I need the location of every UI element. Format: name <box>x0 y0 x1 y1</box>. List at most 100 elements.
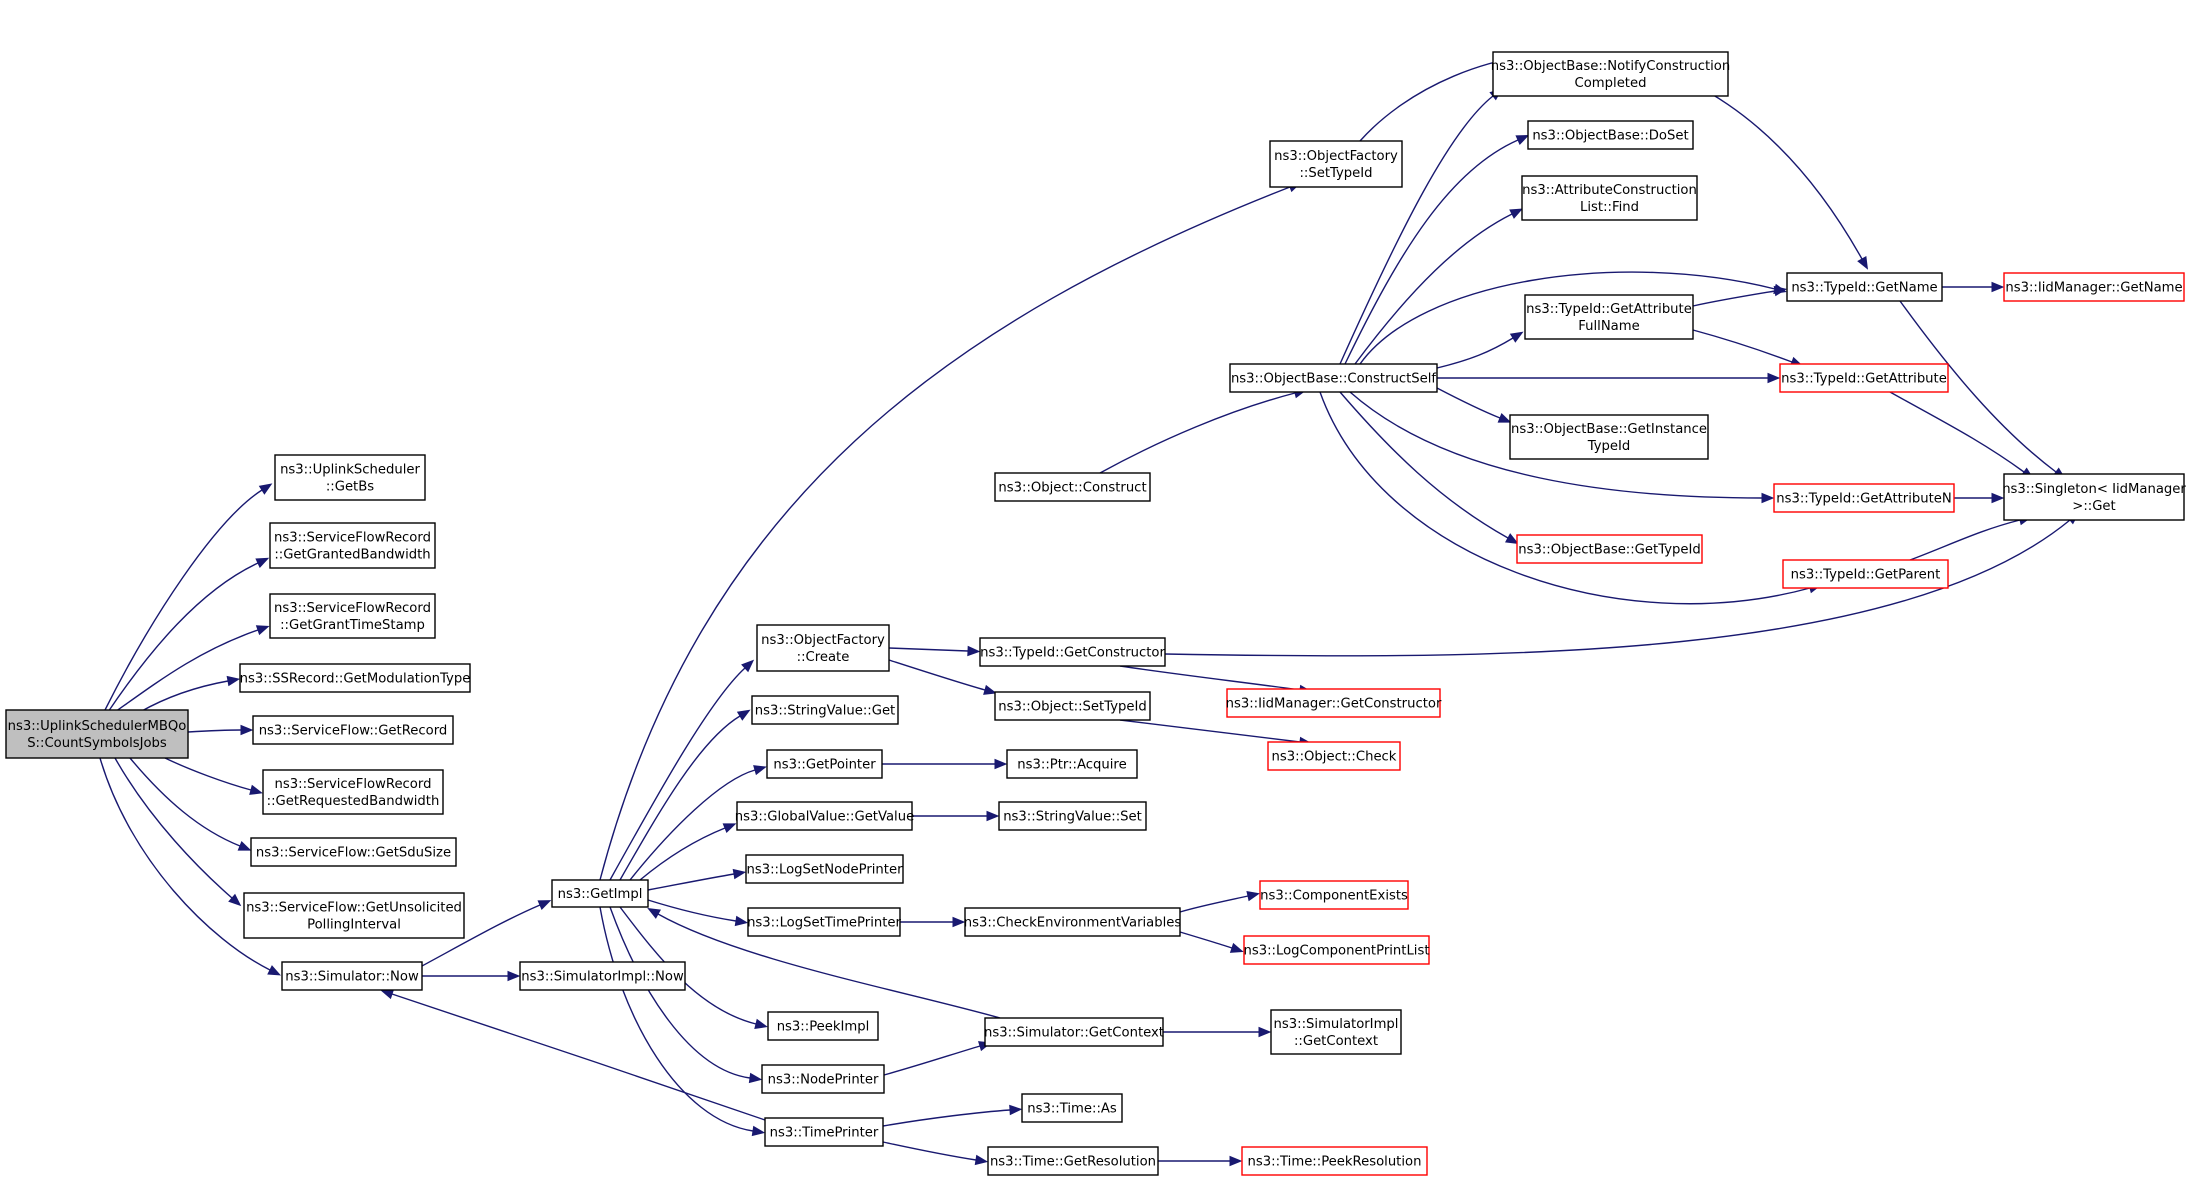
node-iidgetctor[interactable]: ns3::IidManager::GetConstructor <box>1226 688 1442 718</box>
node-tidgetctor[interactable]: ns3::TypeId::GetConstructor <box>979 637 1166 667</box>
node-box[interactable] <box>994 472 1151 502</box>
node-box[interactable] <box>1270 1009 1402 1055</box>
node-box[interactable] <box>764 1117 884 1147</box>
node-ofcreate[interactable]: ns3::ObjectFactory::Create <box>756 624 890 672</box>
node-obdoset[interactable]: ns3::ObjectBase::DoSet <box>1527 120 1694 150</box>
node-box[interactable] <box>2003 473 2185 521</box>
node-box[interactable] <box>745 854 904 884</box>
node-peekimpl[interactable]: ns3::PeekImpl <box>767 1011 879 1041</box>
node-box[interactable] <box>1524 294 1694 340</box>
node-box[interactable] <box>964 907 1181 937</box>
node-box[interactable] <box>1516 534 1703 564</box>
node-getsdusize[interactable]: ns3::ServiceFlow::GetSduSize <box>250 837 457 867</box>
node-box[interactable] <box>736 801 913 831</box>
node-tidgetparent[interactable]: ns3::TypeId::GetParent <box>1782 559 1949 589</box>
node-getreqbw[interactable]: ns3::ServiceFlowRecord::GetRequestedBand… <box>262 769 444 815</box>
node-simnow[interactable]: ns3::Simulator::Now <box>281 961 423 991</box>
node-box[interactable] <box>1786 272 1943 302</box>
node-iidgetname[interactable]: ns3::IidManager::GetName <box>2003 272 2185 302</box>
node-timegetres[interactable]: ns3::Time::GetResolution <box>987 1146 1159 1176</box>
node-box[interactable] <box>281 961 423 991</box>
node-getpointer[interactable]: ns3::GetPointer <box>766 749 883 779</box>
node-box[interactable] <box>998 801 1147 831</box>
node-box[interactable] <box>767 1011 879 1041</box>
node-objcheck[interactable]: ns3::Object::Check <box>1267 741 1401 771</box>
node-obconstructself[interactable]: ns3::ObjectBase::ConstructSelf <box>1229 363 1438 393</box>
node-box[interactable] <box>269 593 436 639</box>
node-box[interactable] <box>1006 749 1138 779</box>
node-box[interactable] <box>1773 483 1955 513</box>
node-box[interactable] <box>243 892 465 939</box>
node-box[interactable] <box>1269 140 1403 188</box>
node-box[interactable] <box>1521 175 1698 221</box>
node-box[interactable] <box>1492 51 1729 97</box>
node-box[interactable] <box>519 961 686 991</box>
node-stringset[interactable]: ns3::StringValue::Set <box>998 801 1147 831</box>
node-box[interactable] <box>262 769 444 815</box>
node-obgettypeid[interactable]: ns3::ObjectBase::GetTypeId <box>1516 534 1703 564</box>
node-box[interactable] <box>756 624 890 672</box>
node-getgrantedbw[interactable]: ns3::ServiceFlowRecord::GetGrantedBandwi… <box>269 522 436 569</box>
node-getunsolicited[interactable]: ns3::ServiceFlow::GetUnsolicitedPollingI… <box>243 892 465 939</box>
node-getimpl[interactable]: ns3::GetImpl <box>551 879 649 908</box>
node-simimplnow[interactable]: ns3::SimulatorImpl::Now <box>519 961 686 991</box>
node-nodeprinter[interactable]: ns3::NodePrinter <box>761 1064 885 1094</box>
node-singletonget[interactable]: ns3::Singleton< IidManager >::Get <box>2002 473 2186 521</box>
node-root[interactable]: ns3::UplinkSchedulerMBQoS::CountSymbolsJ… <box>5 709 189 759</box>
node-box[interactable] <box>1527 120 1694 150</box>
node-getgranttime[interactable]: ns3::ServiceFlowRecord::GetGrantTimeStam… <box>269 593 436 639</box>
node-tidgetattr[interactable]: ns3::TypeId::GetAttribute <box>1779 363 1949 393</box>
node-box[interactable] <box>1267 741 1401 771</box>
node-compexists[interactable]: ns3::ComponentExists <box>1259 880 1409 910</box>
node-box[interactable] <box>1241 1146 1428 1176</box>
node-box[interactable] <box>747 907 901 937</box>
node-tidgetname[interactable]: ns3::TypeId::GetName <box>1786 272 1943 302</box>
node-box[interactable] <box>994 691 1151 721</box>
node-logcompprint[interactable]: ns3::LogComponentPrintList <box>1243 935 1430 965</box>
node-box[interactable] <box>761 1064 885 1094</box>
node-logsetnode[interactable]: ns3::LogSetNodePrinter <box>745 854 904 884</box>
node-box[interactable] <box>5 709 189 759</box>
node-box[interactable] <box>1779 363 1949 393</box>
node-getrecord[interactable]: ns3::ServiceFlow::GetRecord <box>252 715 454 745</box>
node-box[interactable] <box>2003 272 2185 302</box>
node-box[interactable] <box>252 715 454 745</box>
node-getmodtype[interactable]: ns3::SSRecord::GetModulationType <box>239 663 471 693</box>
node-checkenv[interactable]: ns3::CheckEnvironmentVariables <box>964 907 1182 937</box>
node-box[interactable] <box>979 637 1166 667</box>
node-stringget[interactable]: ns3::StringValue::Get <box>751 695 899 725</box>
node-box[interactable] <box>987 1146 1159 1176</box>
node-box[interactable] <box>766 749 883 779</box>
node-objsettypeid[interactable]: ns3::Object::SetTypeId <box>994 691 1151 721</box>
node-box[interactable] <box>1259 880 1409 910</box>
node-box[interactable] <box>1509 414 1709 460</box>
node-ptracquire[interactable]: ns3::Ptr::Acquire <box>1006 749 1138 779</box>
node-tidgetattrn[interactable]: ns3::TypeId::GetAttributeN <box>1773 483 1955 513</box>
node-ofsettypeid[interactable]: ns3::ObjectFactory::SetTypeId <box>1269 140 1403 188</box>
node-objconstruct[interactable]: ns3::Object::Construct <box>994 472 1151 502</box>
node-box[interactable] <box>1782 559 1949 589</box>
node-obnotify[interactable]: ns3::ObjectBase::NotifyConstructionCompl… <box>1491 51 1730 97</box>
node-box[interactable] <box>1021 1093 1123 1123</box>
node-simgetctx[interactable]: ns3::Simulator::GetContext <box>984 1017 1164 1047</box>
node-box[interactable] <box>1226 688 1441 718</box>
node-box[interactable] <box>269 522 436 569</box>
node-box[interactable] <box>984 1017 1164 1047</box>
node-timeprinter[interactable]: ns3::TimePrinter <box>764 1117 884 1147</box>
node-box[interactable] <box>250 837 457 867</box>
node-gvgetvalue[interactable]: ns3::GlobalValue::GetValue <box>735 801 914 831</box>
node-box[interactable] <box>751 695 899 725</box>
node-box[interactable] <box>274 454 426 501</box>
node-simimplgetctx[interactable]: ns3::SimulatorImpl::GetContext <box>1270 1009 1402 1055</box>
node-timeas[interactable]: ns3::Time::As <box>1021 1093 1123 1123</box>
node-box[interactable] <box>239 663 471 693</box>
node-getbs[interactable]: ns3::UplinkScheduler::GetBs <box>274 454 426 501</box>
node-box[interactable] <box>1229 363 1438 393</box>
node-box[interactable] <box>551 879 649 908</box>
node-box[interactable] <box>1243 935 1430 965</box>
node-logsettime[interactable]: ns3::LogSetTimePrinter <box>747 907 902 937</box>
node-timepeekres[interactable]: ns3::Time::PeekResolution <box>1241 1146 1428 1176</box>
